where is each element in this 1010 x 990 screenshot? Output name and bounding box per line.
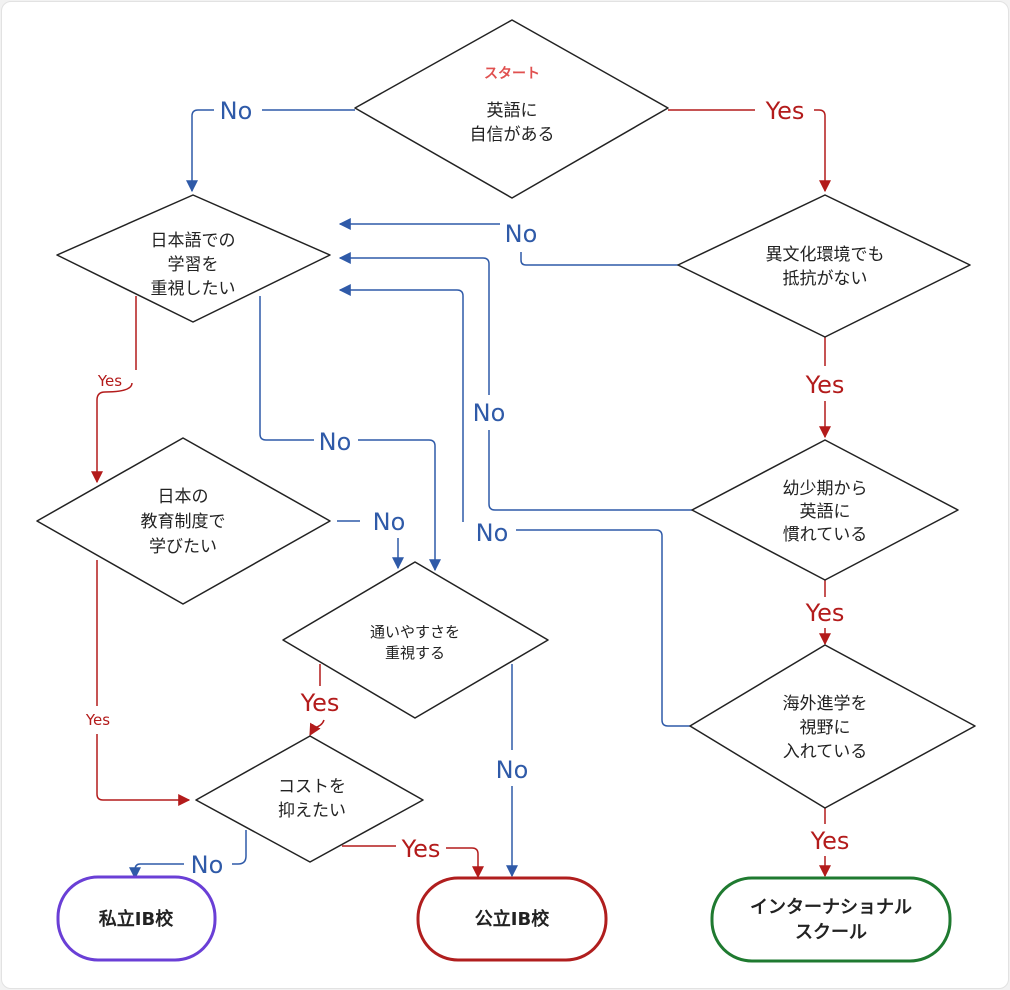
- terminal-text: インターナショナル: [750, 897, 912, 918]
- node-text: 抑えたい: [278, 801, 346, 821]
- edge-early-yes: Yes: [805, 580, 845, 646]
- edge-label-no: No: [373, 508, 406, 536]
- edge-overseas-yes: Yes: [810, 808, 850, 878]
- edge-culture-yes: Yes: [805, 337, 845, 439]
- node-text: 教育制度で: [141, 512, 226, 532]
- node-text: 海外進学を: [783, 694, 868, 714]
- edge-japanese-yes: Yes: [91, 296, 137, 484]
- edge-label-no: No: [191, 851, 224, 879]
- edge-overseas-no: No: [338, 284, 690, 727]
- terminal-international-school: インターナショナル スクール: [710, 876, 952, 963]
- node-text: 英語に: [800, 502, 851, 522]
- edge-label-no: No: [505, 220, 538, 248]
- node-text: 幼少期から: [783, 479, 868, 499]
- edge-label-yes: Yes: [805, 371, 845, 399]
- decision-cross-culture: 異文化環境でも 抵抗がない: [677, 194, 971, 338]
- node-text: 重視したい: [151, 279, 236, 299]
- edge-early-no: No: [338, 252, 692, 511]
- edge-label-yes: Yes: [805, 599, 845, 627]
- node-text: 慣れている: [783, 525, 868, 545]
- decision-cost: コストを 抑えたい: [195, 735, 424, 863]
- decision-japanese-learning: 日本語での 学習を 重視したい: [56, 194, 331, 323]
- edge-label-yes: Yes: [765, 97, 805, 125]
- node-text: 通いやすさを: [370, 623, 460, 641]
- terminal-text: 公立IB校: [475, 908, 550, 930]
- decision-commute: 通いやすさを 重視する: [282, 561, 549, 719]
- edge-culture-no: No: [338, 218, 678, 266]
- edge-label-no: No: [496, 756, 529, 784]
- node-text: 日本の: [158, 487, 209, 507]
- edge-label-no: No: [220, 97, 253, 125]
- node-text: 視野に: [800, 718, 851, 738]
- node-text: 学びたい: [149, 537, 217, 557]
- decision-overseas: 海外進学を 視野に 入れている: [689, 644, 976, 809]
- edge-label-yes: Yes: [401, 835, 441, 863]
- edge-commute-yes: Yes: [300, 664, 340, 737]
- edge-japanese-no: No: [259, 296, 441, 572]
- edge-label-yes: Yes: [97, 372, 122, 390]
- edge-cost-no: No: [129, 830, 247, 880]
- edge-label-no: No: [476, 519, 509, 547]
- node-text: 自信がある: [470, 125, 555, 145]
- edge-start-yes: Yes: [668, 97, 831, 193]
- node-text: 抵抗がない: [783, 269, 868, 289]
- node-text: 重視する: [385, 644, 445, 662]
- node-text: 異文化環境でも: [766, 245, 885, 265]
- node-text: 日本語での: [151, 231, 236, 251]
- node-text: 学習を: [168, 255, 219, 275]
- terminal-text: スクール: [795, 922, 867, 943]
- edge-label-yes: Yes: [810, 827, 850, 855]
- start-label: スタート: [484, 66, 540, 82]
- edge-label-no: No: [473, 399, 506, 427]
- edge-commute-no: No: [496, 664, 529, 878]
- edge-japansystem-no: No: [337, 508, 406, 570]
- node-text: コストを: [278, 777, 346, 797]
- terminal-public-ib: 公立IB校: [416, 876, 608, 962]
- decision-japan-system: 日本の 教育制度で 学びたい: [36, 437, 331, 605]
- node-text: 入れている: [783, 742, 868, 762]
- edge-label-yes: Yes: [300, 689, 340, 717]
- terminal-text: 私立IB校: [99, 908, 174, 930]
- terminal-private-ib: 私立IB校: [56, 875, 217, 962]
- edge-start-no: No: [186, 97, 355, 193]
- edge-label-no: No: [319, 428, 352, 456]
- edge-cost-yes: Yes: [342, 835, 484, 879]
- edge-japansystem-yes: Yes: [85, 560, 191, 806]
- decision-early-english: 幼少期から 英語に 慣れている: [691, 439, 959, 581]
- node-text: 英語に: [487, 101, 538, 121]
- edge-label-yes: Yes: [85, 711, 110, 729]
- decision-start: スタート 英語に 自信がある: [354, 19, 669, 199]
